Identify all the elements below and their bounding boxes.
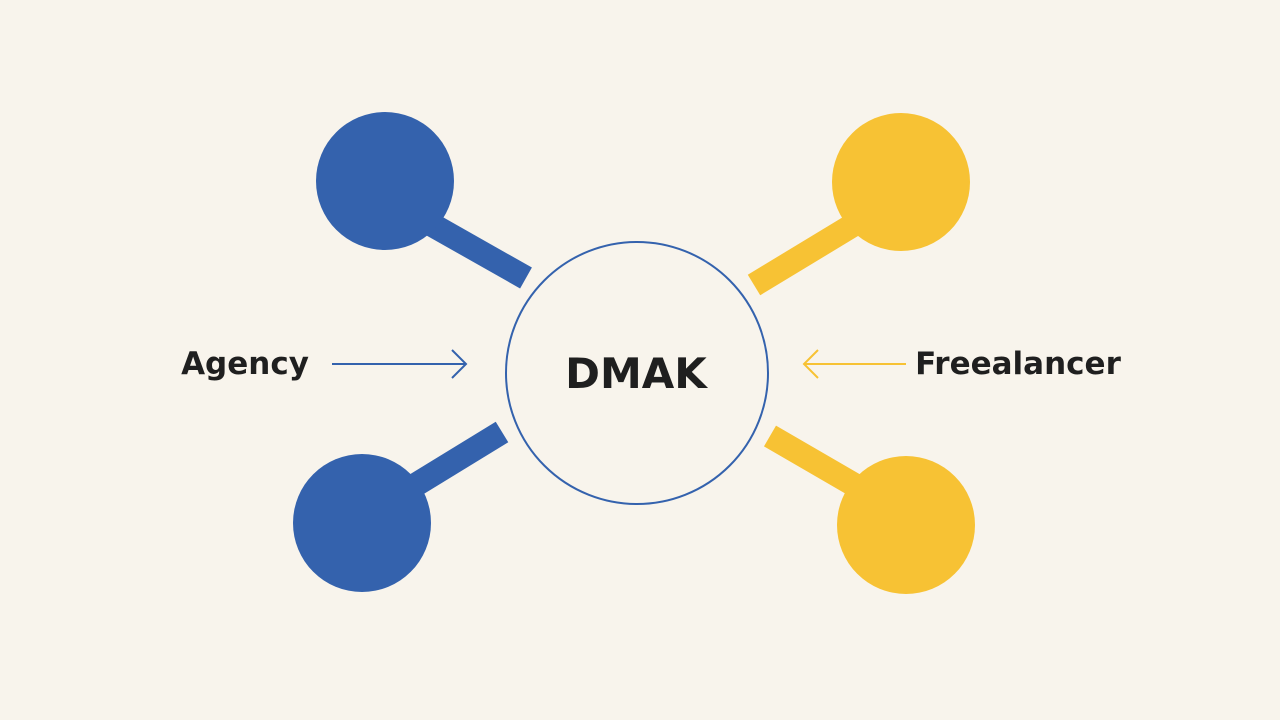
connector-top-left [414, 207, 532, 289]
arrow-right-icon [332, 349, 468, 379]
node-top-left [316, 112, 454, 250]
freelancer-label: Freealancer [915, 346, 1121, 382]
node-bottom-left [293, 454, 431, 592]
center-hub [505, 241, 769, 505]
connector-top-right [747, 211, 865, 296]
connector-bottom-left [397, 421, 509, 503]
agency-label: Agency [181, 346, 309, 382]
center-label: DMAK [565, 349, 708, 398]
node-bottom-right [837, 456, 975, 594]
node-top-right [832, 113, 970, 251]
arrow-left-icon [802, 349, 906, 379]
